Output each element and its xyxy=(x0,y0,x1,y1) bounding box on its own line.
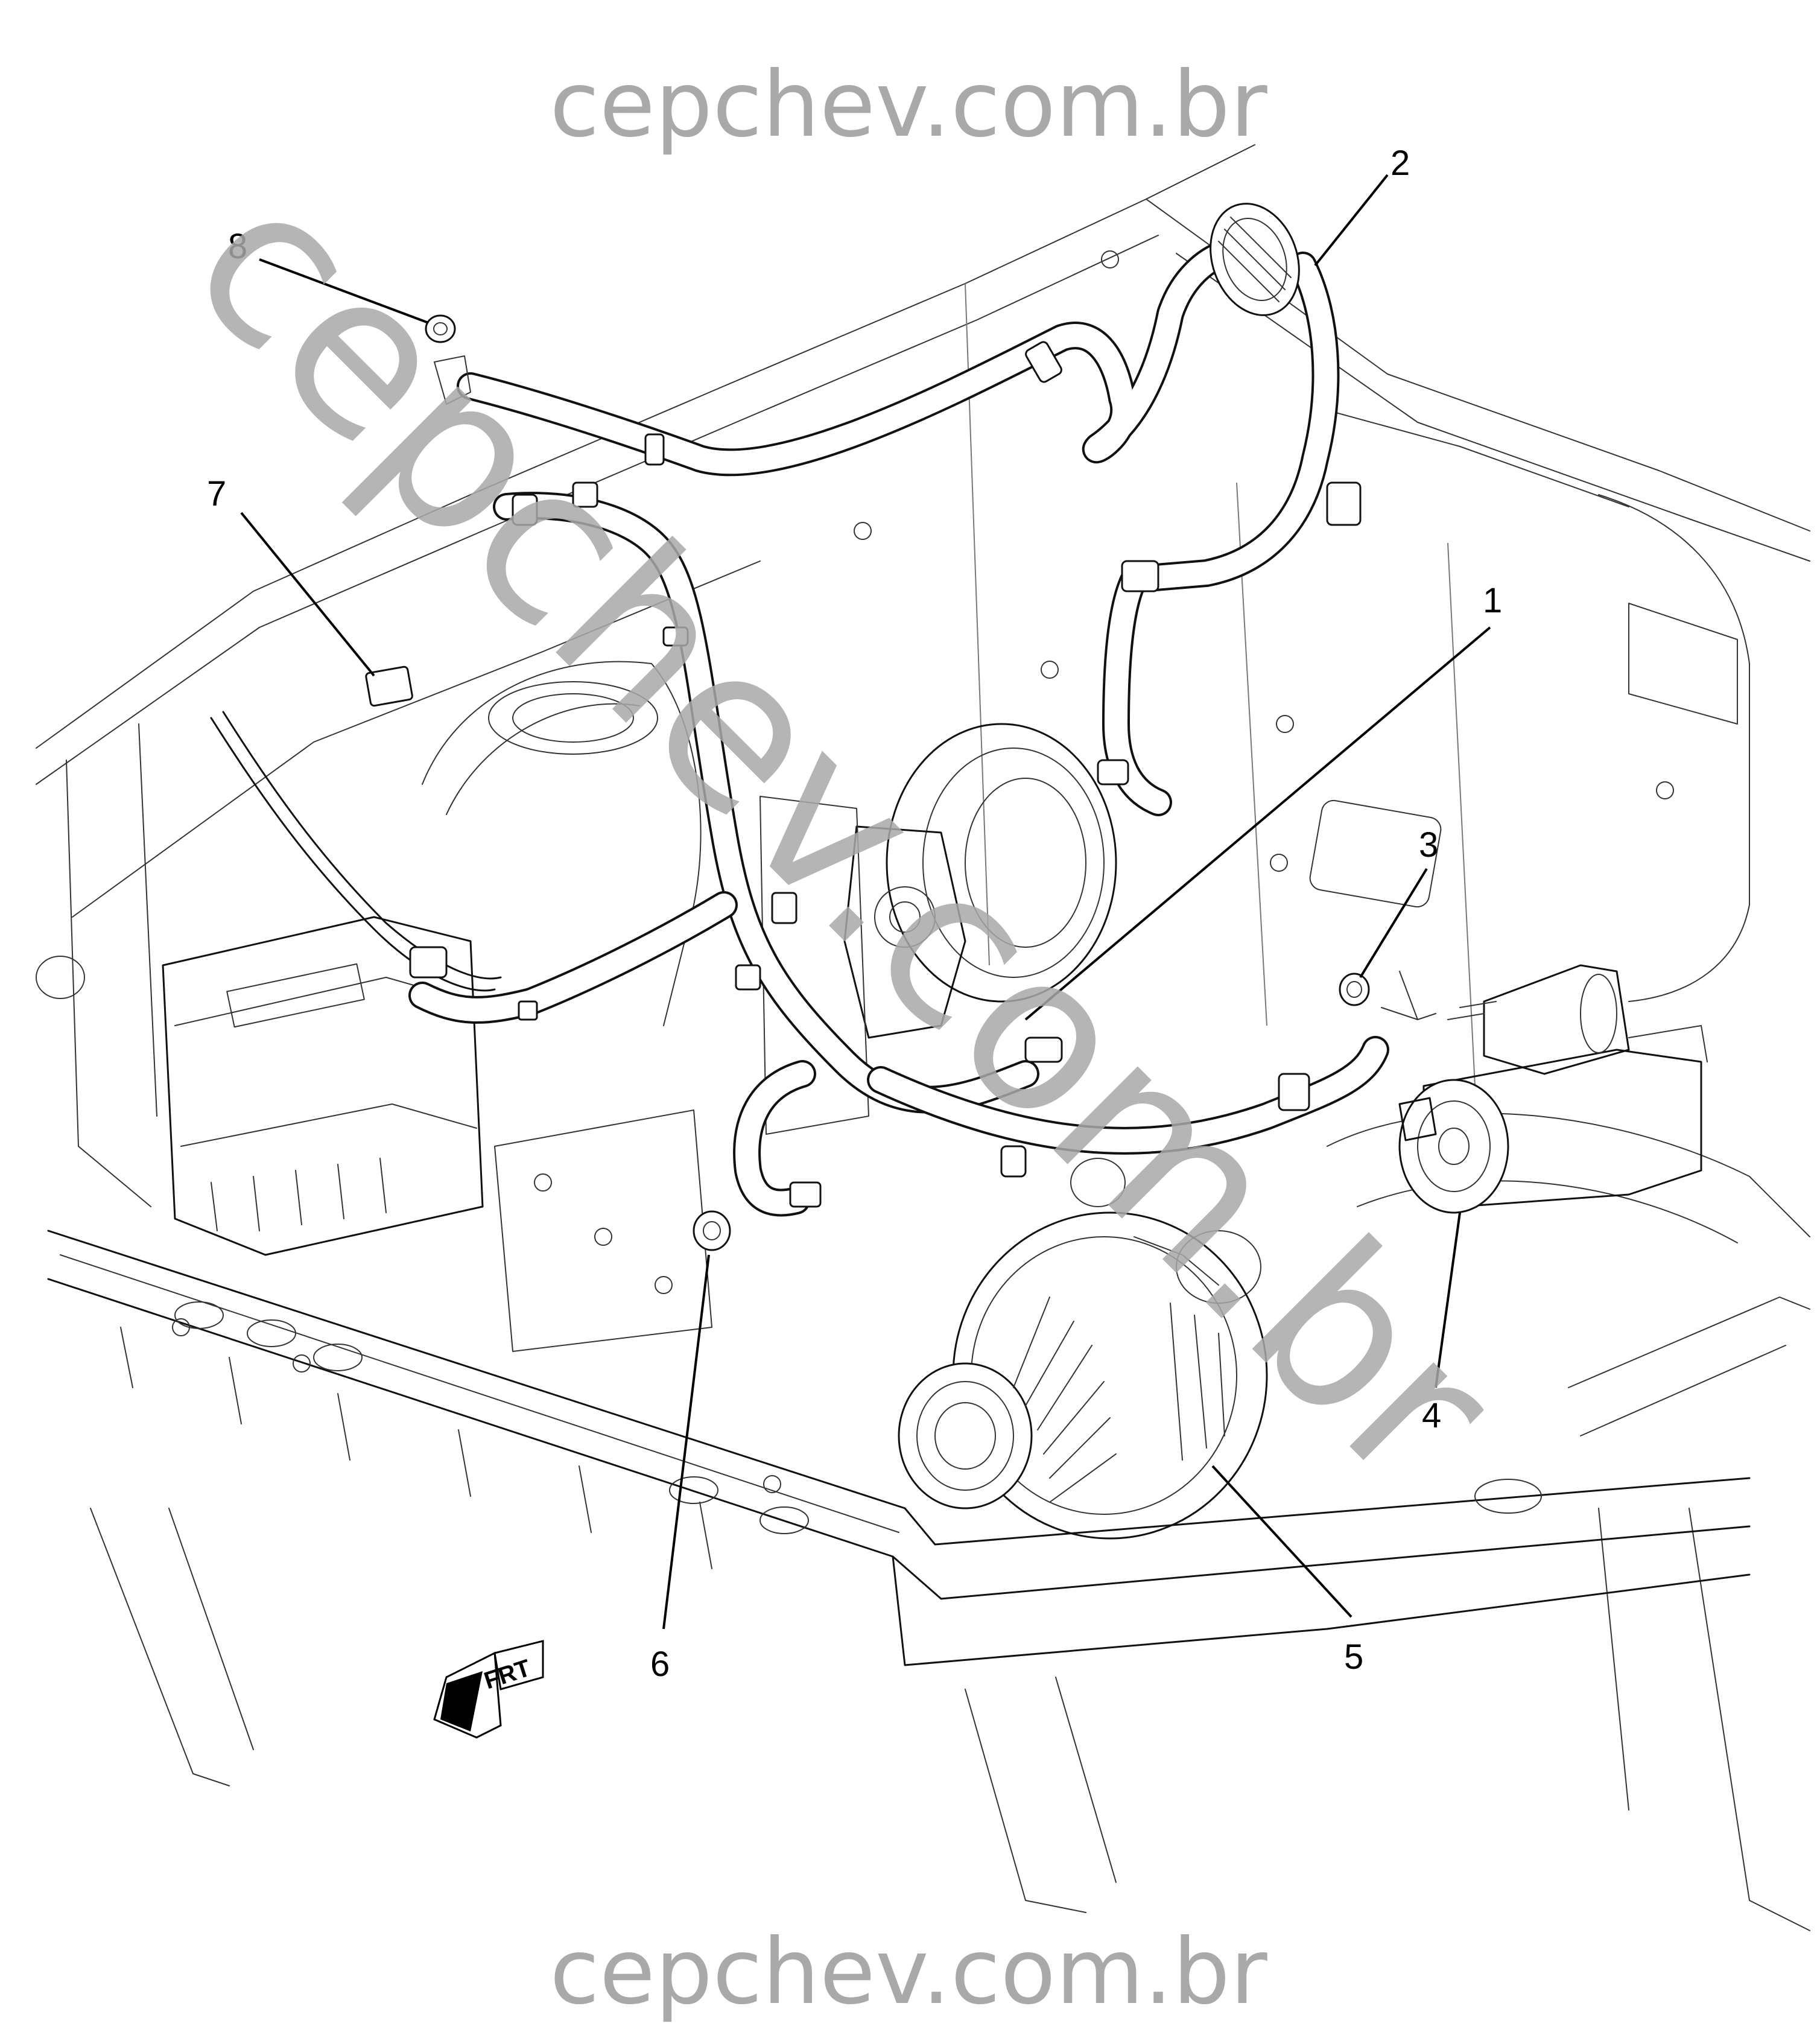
fastener-nut-6 xyxy=(693,1210,731,1251)
callout-leaders xyxy=(240,174,1491,1630)
watermark-bottom: cepchev.com.br xyxy=(550,1920,1267,2025)
wiring-harness-tube xyxy=(210,203,1389,1217)
callout-2: 2 xyxy=(1390,144,1410,183)
vehicle-body-outline xyxy=(36,144,1810,1931)
callout-8: 8 xyxy=(228,227,247,266)
callout-1: 1 xyxy=(1483,581,1502,620)
callout-3: 3 xyxy=(1419,825,1438,865)
callout-4: 4 xyxy=(1422,1396,1441,1435)
battery-terminal-bracket xyxy=(434,355,471,405)
starter-motor xyxy=(1398,964,1708,1214)
terminal-cover-7 xyxy=(365,665,413,707)
callout-5: 5 xyxy=(1344,1637,1363,1677)
fastener-nut-8 xyxy=(425,314,456,343)
callout-6: 6 xyxy=(650,1645,670,1684)
callout-numbers: 1 2 3 4 5 6 7 8 xyxy=(207,144,1502,1684)
generator xyxy=(898,1211,1268,1540)
callout-7: 7 xyxy=(207,474,226,513)
fastener-nut-3 xyxy=(1339,973,1370,1006)
front-orientation-arrow: FRT xyxy=(433,1640,544,1739)
starter-terminal-bracket xyxy=(1381,971,1436,1020)
watermark-top: cepchev.com.br xyxy=(550,52,1267,157)
